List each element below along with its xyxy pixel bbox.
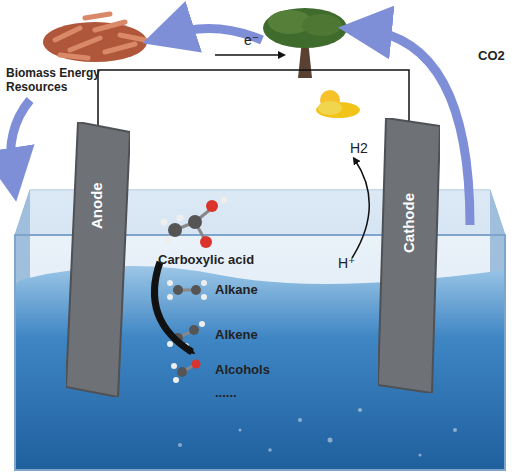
bubbles [178, 408, 457, 457]
electron-arrow [215, 54, 282, 56]
reduction-arrow [352, 160, 369, 258]
molecule-acid [161, 197, 228, 249]
text-label: H2 [350, 140, 368, 156]
text-label: e⁻ [244, 32, 259, 48]
biomass-pellets [43, 14, 147, 62]
text-label: Alcohols [215, 362, 270, 377]
electrode-outline [378, 118, 440, 393]
electrode-plate: Anode [66, 122, 130, 397]
tree [263, 8, 347, 78]
text-label: ...... [215, 385, 237, 400]
text-label: Biomass Energy Resources [6, 66, 101, 94]
molecule-alkane [167, 280, 207, 300]
electrode-label: Cathode [400, 193, 417, 253]
electrode-outline [66, 122, 130, 397]
text-label: Alkene [215, 327, 258, 342]
text-label: H⁺ [338, 255, 356, 271]
electrode-label: Anode [88, 182, 105, 229]
electrode-plate: Cathode [378, 118, 440, 393]
text-label: Alkane [215, 282, 258, 297]
text-label: Carboxylic acid [158, 252, 254, 267]
sun-cloud [316, 90, 360, 118]
text-label: CO2 [478, 48, 505, 63]
conversion-arrow [154, 262, 192, 352]
molecule-alcohol [171, 360, 201, 384]
external-wire [98, 70, 409, 126]
